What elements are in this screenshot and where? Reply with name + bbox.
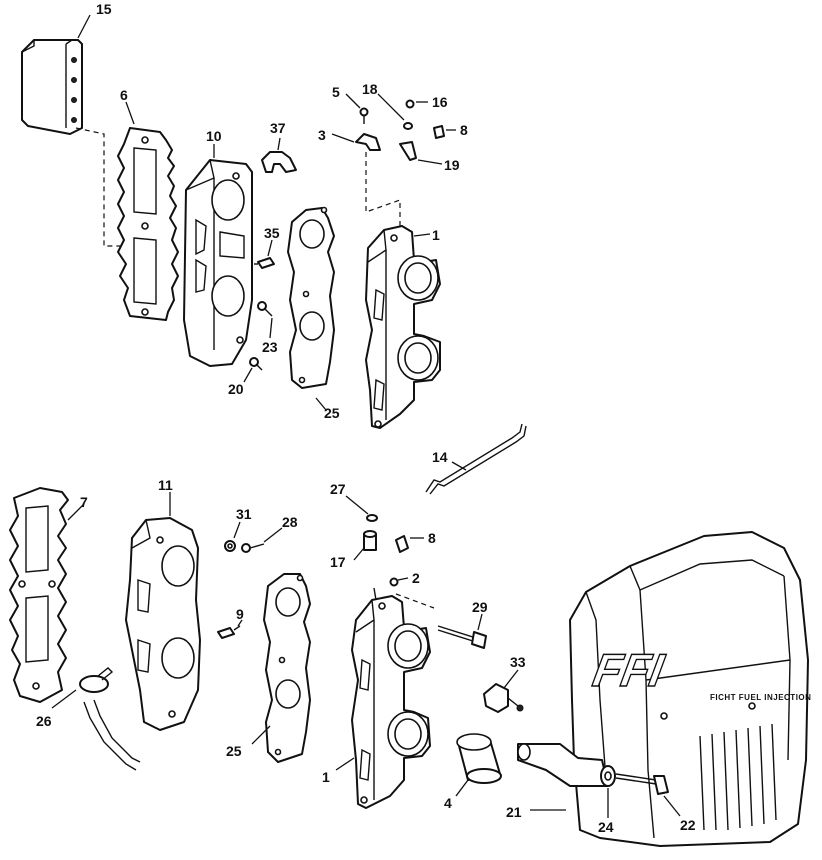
- callout-31: 31: [236, 506, 252, 522]
- callout-2: 2: [412, 570, 420, 586]
- callout-35: 35: [264, 225, 280, 241]
- callout-8-bottom: 8: [428, 530, 436, 546]
- part-35-fitting: [254, 257, 275, 269]
- part-33-sensor: [483, 683, 524, 713]
- callout-5: 5: [332, 84, 340, 100]
- part-8-fitting-bottom: [395, 535, 409, 553]
- callout-26: 26: [36, 713, 52, 729]
- callout-1-top: 1: [432, 227, 440, 243]
- part-10-adapter-plate: [183, 159, 253, 367]
- part-29-bolt: [437, 625, 487, 649]
- callout-25-top: 25: [324, 405, 340, 421]
- callout-1-bottom: 1: [322, 769, 330, 785]
- part-17-sleeve: [363, 530, 377, 551]
- part-19-bracket: [399, 141, 417, 161]
- callout-33: 33: [510, 654, 526, 670]
- part-8-fitting-top: [433, 125, 445, 139]
- callout-18: 18: [362, 81, 378, 97]
- callout-7: 7: [80, 494, 88, 510]
- callout-20: 20: [228, 381, 244, 397]
- part-26-hose: [79, 667, 141, 771]
- part-37-clip: [261, 151, 297, 173]
- callout-27: 27: [330, 481, 346, 497]
- svg-text:FICHT FUEL INJECTION: FICHT FUEL INJECTION: [710, 693, 811, 702]
- part-28-screw: [241, 543, 265, 553]
- svg-text:FFI: FFI: [589, 644, 668, 696]
- callout-9: 9: [236, 606, 244, 622]
- callout-17: 17: [330, 554, 346, 570]
- callout-24: 24: [598, 819, 614, 835]
- part-2-screw: [389, 577, 399, 587]
- callout-22: 22: [680, 817, 696, 833]
- callout-15: 15: [96, 1, 112, 17]
- part-1-manifold-bottom: [351, 587, 431, 809]
- part-3-bracket: [355, 133, 381, 151]
- part-1-manifold-top: [365, 225, 441, 429]
- callout-14: 14: [432, 449, 448, 465]
- callout-4: 4: [444, 795, 452, 811]
- callout-21: 21: [506, 804, 522, 820]
- part-18-washer: [403, 122, 413, 130]
- callout-11: 11: [158, 477, 173, 493]
- callout-23: 23: [262, 339, 278, 355]
- part-14-rod: [425, 423, 527, 495]
- callout-25-bottom: 25: [226, 743, 242, 759]
- callout-16: 16: [432, 94, 448, 110]
- part-20-screw: [249, 357, 263, 371]
- part-5-screw: [359, 107, 369, 124]
- part-16-screw: [405, 99, 415, 109]
- callout-labels: 15 6 10 37 5 3 18 16 8 19 35 1 23 20 25 …: [36, 1, 696, 835]
- part-25-gasket-top: [287, 206, 335, 389]
- part-24-washer: [600, 765, 616, 787]
- callout-3: 3: [318, 127, 326, 143]
- part-6-gasket: [117, 127, 179, 321]
- cover-vent-slots: [699, 723, 777, 831]
- callout-8-top: 8: [460, 122, 468, 138]
- callout-37: 37: [270, 120, 286, 136]
- part-27-oring: [366, 514, 378, 522]
- ffi-logo: FFI FICHT FUEL INJECTION: [589, 644, 811, 702]
- part-25-gasket-bottom: [263, 573, 311, 763]
- part-9-fitting: [217, 625, 241, 639]
- part-23-screw: [257, 301, 273, 317]
- part-15-cover: [21, 39, 83, 135]
- part-21-cover: FFI FICHT FUEL INJECTION: [517, 531, 811, 847]
- part-4-sleeve: [456, 733, 502, 784]
- callout-10: 10: [206, 128, 222, 144]
- callout-29: 29: [472, 599, 488, 615]
- callout-6: 6: [120, 87, 128, 103]
- part-31-nut: [224, 540, 236, 552]
- part-7-gasket: [9, 487, 69, 703]
- part-22-bolt: [615, 773, 669, 795]
- callout-28: 28: [282, 514, 298, 530]
- callout-19: 19: [444, 157, 460, 173]
- part-11-adapter-plate: [125, 517, 201, 731]
